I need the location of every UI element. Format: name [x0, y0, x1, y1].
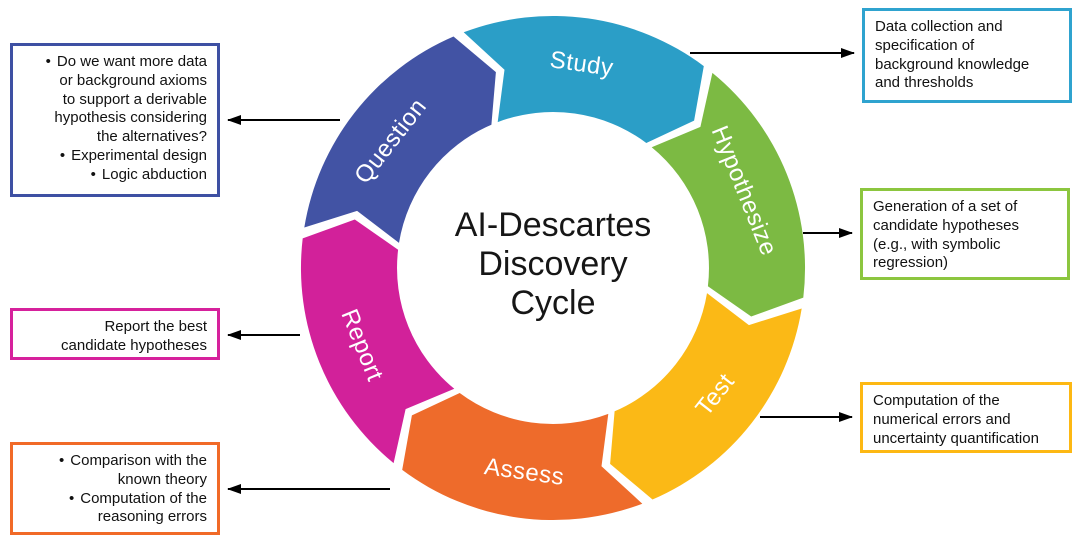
note-text: Comparison with the known theory [70, 452, 207, 488]
note-item: • Experimental design [23, 147, 207, 166]
note-text: Do we want more data or background axiom… [54, 53, 207, 145]
note-hypothesize: Generation of a set of candidate hypothe… [860, 188, 1070, 280]
note-test: Computation of the numerical errors and … [860, 382, 1072, 453]
segment-arrow-question [304, 36, 496, 243]
note-text: Logic abduction [101, 165, 207, 183]
cycle-title: AI-Descartes Discovery Cycle [403, 206, 703, 323]
bullet-icon: • [59, 146, 66, 164]
note-text: Computation of the numerical errors and … [873, 392, 1039, 447]
note-question: •Do we want more data or background axio… [10, 43, 220, 197]
note-item: • Computation of the reasoning errors [23, 490, 207, 528]
bullet-icon: • [68, 489, 75, 507]
segment-arrow-report [300, 219, 455, 464]
note-assess: •Comparison with the known theory •Compu… [10, 442, 220, 535]
segment-arrow-study [463, 15, 704, 144]
note-item: •Do we want more data or background axio… [23, 53, 207, 147]
note-text: Generation of a set of candidate hypothe… [873, 198, 1019, 272]
bullet-icon: • [59, 452, 65, 469]
note-text: Computation of the reasoning errors [80, 489, 207, 526]
segment-arrow-test [610, 293, 802, 500]
cycle-title-line-3: Cycle [510, 284, 596, 323]
bullet-icon: • [45, 53, 51, 70]
note-text: Report the best candidate hypotheses [61, 318, 207, 354]
note-item: • Comparison with the known theory [23, 452, 207, 490]
cycle-title-line-1: AI-Descartes [454, 206, 652, 244]
note-text: Data collection and specification of bac… [875, 18, 1030, 92]
note-report: Report the best candidate hypotheses [10, 308, 220, 360]
cycle-title-line-2: Discovery [478, 245, 628, 284]
segment-arrow-hypothesize [651, 72, 806, 317]
note-study: Data collection and specification of bac… [862, 8, 1072, 103]
segment-arrow-assess [402, 393, 643, 521]
note-text: Experimental design [71, 146, 207, 164]
note-item: • Logic abduction [23, 166, 207, 185]
bullet-icon: • [90, 165, 96, 183]
